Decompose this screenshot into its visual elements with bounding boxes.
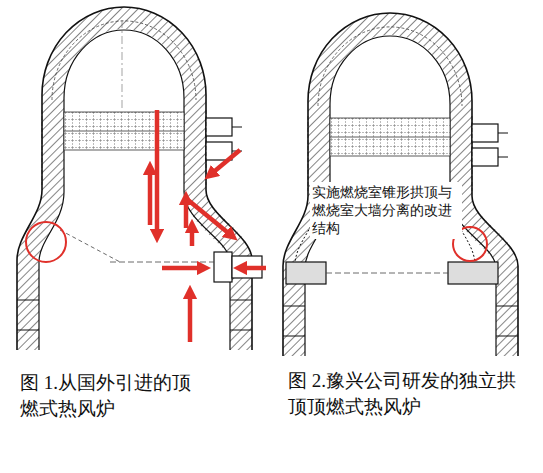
figure-caption: 图 1.从国外引进的顶燃式热风炉 — [20, 370, 205, 421]
figure-caption: 图 2.豫兴公司研发的独立拱顶顶燃式热风炉 — [288, 368, 533, 419]
note-text: 实施燃烧室锥形拱顶与燃烧室大墙分离的改进结构 — [310, 182, 462, 239]
flow-arrow — [150, 110, 266, 342]
highlight-circle — [26, 222, 66, 262]
